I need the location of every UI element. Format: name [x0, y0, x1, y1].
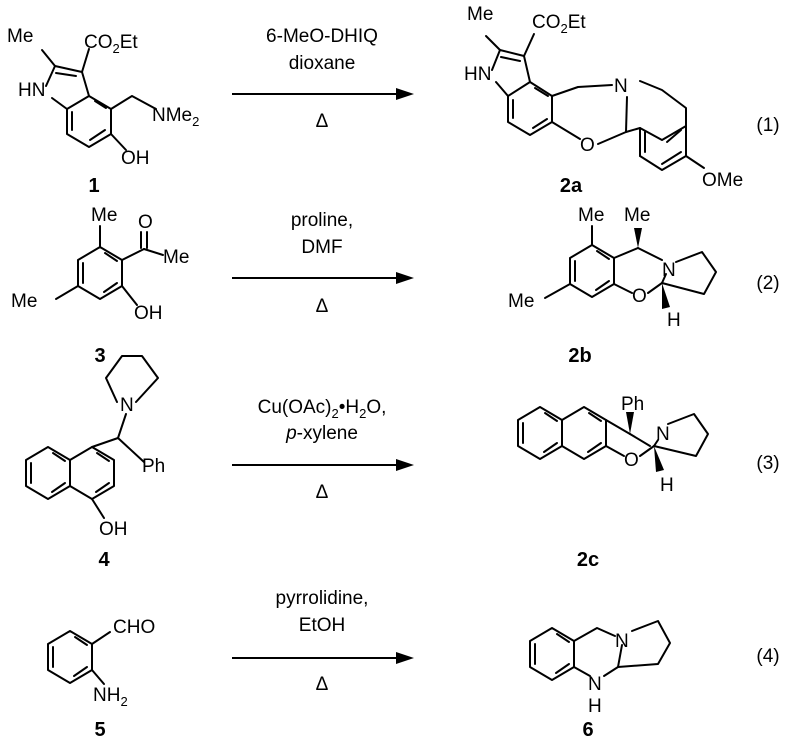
reactant-1-nme2-label: NMe2 [152, 105, 199, 129]
equation-number-3: (3) [756, 453, 779, 474]
conditions-4-line1: pyrrolidine, [276, 588, 369, 609]
reactant-1-me-label: Me [7, 26, 33, 47]
product-6-nh-label: N [588, 674, 602, 695]
product-2c-n-label: N [656, 424, 670, 445]
reactant-3-structure [55, 225, 164, 306]
compound-label-2b: 2b [568, 345, 591, 367]
compound-label-2a: 2a [560, 175, 583, 197]
reactant-3-me-top-label: Me [91, 205, 117, 226]
compound-label-3: 3 [94, 345, 105, 367]
conditions-3-heat: Δ [316, 482, 329, 503]
conditions-1-heat: Δ [316, 111, 329, 132]
product-2a-ester-label: CO2Et [532, 12, 586, 36]
product-2c-structure [517, 406, 709, 472]
reactant-5-structure [47, 630, 111, 685]
product-2c-o-label: O [624, 450, 639, 471]
conditions-1-line1: 6-MeO-DHIQ [266, 26, 378, 47]
reactant-5-nh2-label: NH2 [93, 685, 128, 709]
equation-number-4: (4) [756, 646, 779, 667]
conditions-2-line2: DMF [301, 237, 342, 258]
equation-number-2: (2) [756, 273, 779, 294]
product-2a-me-label: Me [467, 4, 493, 25]
product-2b-me-ring-label: Me [578, 205, 604, 226]
conditions-3-line1: Cu(OAc)2•H2O, [258, 397, 387, 421]
reactant-4-n-label: N [120, 395, 134, 416]
product-2b-n-label: N [662, 260, 676, 281]
product-2c-ph-label: Ph [621, 394, 644, 415]
equation-number-1: (1) [756, 115, 779, 136]
product-6-h-label: H [588, 696, 602, 717]
product-2b-h-label: H [667, 310, 681, 331]
product-6-n-label: N [615, 631, 629, 652]
compound-label-4: 4 [98, 549, 110, 571]
reactant-1-structure [41, 48, 157, 151]
conditions-2-line1: proline, [291, 210, 353, 231]
product-2a-ome-label: OMe [702, 170, 743, 191]
compound-label-2c: 2c [577, 549, 599, 571]
reactant-4-ph-label: Ph [142, 456, 165, 477]
conditions-4-line2: EtOH [299, 615, 345, 636]
compound-label-1: 1 [88, 175, 99, 197]
reactant-3-me-acetyl-label: Me [163, 247, 189, 268]
product-2a-nh-label: HN [464, 64, 491, 85]
reaction-arrow-3 [232, 459, 414, 471]
compound-label-6: 6 [582, 719, 593, 741]
reactant-4-structure [25, 355, 159, 519]
reactant-4-oh-label: OH [99, 519, 128, 540]
conditions-3-para-prefix: p [285, 423, 297, 444]
reaction-arrow-1 [232, 88, 414, 100]
product-2b-me-low-label: Me [508, 291, 534, 312]
product-2a-o-label: O [580, 135, 595, 156]
conditions-1-line2: dioxane [289, 53, 356, 74]
reactant-3-me-ring-label: Me [11, 291, 37, 312]
compound-label-5: 5 [94, 719, 105, 741]
product-2b-me-benzylic-label: Me [624, 205, 650, 226]
product-6-structure [529, 620, 671, 681]
product-2b-structure [544, 225, 717, 309]
reaction-arrow-4 [232, 652, 414, 664]
product-2b-o-label: O [632, 286, 647, 307]
reactant-1-nh-label: HN [18, 80, 45, 101]
product-2c-h-label: H [660, 475, 674, 496]
reactant-5-cho-label: CHO [113, 617, 155, 638]
reactant-5-nh2-text: NH [93, 685, 120, 706]
conditions-2-heat: Δ [316, 296, 329, 317]
reactant-1-ester-label: CO2Et [84, 32, 138, 56]
product-2a-structure [485, 33, 705, 171]
conditions-4-heat: Δ [316, 674, 329, 695]
reactant-1-oh-label: OH [121, 148, 150, 169]
conditions-3-xylene: -xylene [297, 423, 358, 444]
product-2a-n-label: N [614, 76, 628, 97]
reactant-3-o-label: O [138, 212, 153, 233]
conditions-3-line2: p-xylene [285, 423, 358, 444]
reaction-arrow-2 [232, 272, 414, 284]
reactant-3-oh-label: OH [134, 303, 163, 324]
